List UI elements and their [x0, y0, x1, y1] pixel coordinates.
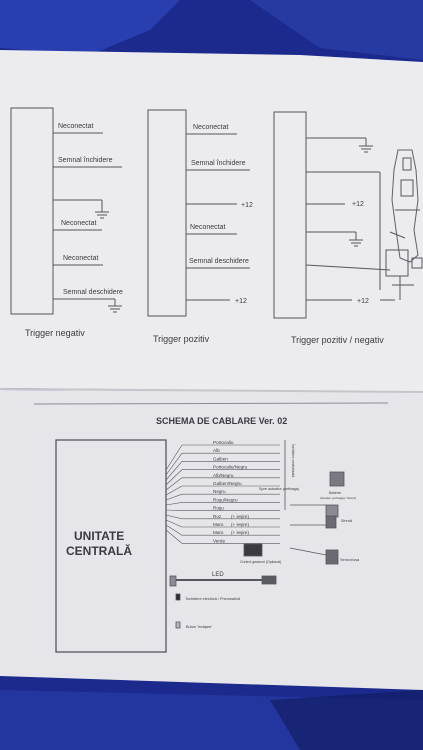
- fabric-patch: [250, 0, 423, 60]
- wire-label: Negru: [213, 489, 226, 494]
- wire-label: Maro: [213, 530, 224, 535]
- wire-tag: (+ ieşire): [231, 522, 249, 527]
- wire-label: Roşu: [213, 506, 224, 511]
- panel-trigger-pozitiv: [147, 109, 250, 317]
- wire-fan: [165, 529, 183, 544]
- wire-tag: (+ ieşire): [231, 514, 249, 519]
- unit-label-2: CENTRALĂ: [66, 543, 132, 558]
- wire-fan: [165, 461, 183, 481]
- led-icon: [261, 575, 277, 585]
- module-box: [273, 111, 307, 319]
- wire-fan: [165, 519, 183, 528]
- central-unit-box: [55, 439, 167, 653]
- button-annotation: Buton 'învăţare': [186, 625, 212, 629]
- wire-fan: [165, 477, 183, 491]
- wire-fan: [165, 444, 183, 471]
- p1-label-1: Neconectat: [58, 123, 93, 130]
- wire-label: Alb: [213, 448, 220, 453]
- wire-label: Roz: [213, 514, 222, 519]
- led-annotation: LED: [212, 572, 224, 578]
- siren-annotation: Sirenă: [341, 519, 353, 523]
- fabric-patch: [0, 0, 180, 55]
- schema-title: SCHEMA DE CABLARE Ver. 02: [156, 416, 287, 426]
- paper-fold: [0, 388, 423, 393]
- wire-fan: [165, 514, 183, 520]
- p2-caption: Trigger pozitiv: [153, 334, 210, 344]
- p3-label-1: +12: [352, 201, 364, 208]
- sensor-icon: [325, 515, 337, 529]
- lock-icon: [175, 593, 181, 601]
- wire-label: Portocaliu: [213, 440, 234, 445]
- sensor-annotation: Senzor/ușa: [340, 558, 360, 562]
- p2-label-1: Neconectat: [193, 124, 228, 131]
- battery-icon: [329, 471, 345, 487]
- actuator-icon: [325, 549, 339, 565]
- paper-sheet-top: [0, 50, 423, 392]
- wire-fan: [165, 502, 183, 506]
- wire-fan: [165, 485, 183, 496]
- panel-trigger-negativ: [10, 107, 122, 315]
- siren-icon: [325, 504, 339, 518]
- wire-label: Portocaliu/Negru: [213, 465, 248, 470]
- p1-label-4: Neconectat: [63, 255, 98, 262]
- p2-label-4: Neconectat: [190, 224, 225, 231]
- p2-label-5: Semnal deschidere: [189, 258, 249, 265]
- module-box: [147, 109, 187, 317]
- fabric-patch: [270, 690, 423, 750]
- battery-annotation: Baterie: [329, 491, 341, 495]
- lock-annotation: Închidere electrică / Pneumatică: [185, 596, 241, 601]
- wire-fan: [165, 524, 183, 536]
- wire-label: Galben/Negru: [213, 481, 242, 486]
- p2-label-6: +12: [235, 298, 247, 305]
- wire-label: Galben: [213, 456, 228, 461]
- module-annotation: Control geamuri (Opțional): [240, 560, 281, 564]
- section-divider: [33, 402, 389, 405]
- p3-caption: Trigger pozitiv / negativ: [291, 335, 384, 345]
- wire-label: Verde: [213, 538, 225, 543]
- window-module-icon: [243, 543, 263, 557]
- wire-fan: [165, 453, 183, 476]
- unit-label-1: UNITATE: [74, 529, 124, 543]
- wire-fan: [165, 469, 183, 486]
- vertical-annotation: Închidere centralizată: [291, 443, 295, 477]
- wire-bundle: PortocaliuAlbGalbenPortocaliu/NegruAlb/N…: [165, 440, 280, 544]
- wire-fan: [165, 509, 183, 511]
- panel-trigger-pozitiv-negativ: [273, 111, 423, 319]
- module-box: [10, 107, 54, 315]
- p3-label-2: +12: [357, 298, 369, 305]
- wire-label: Alb/Negru: [213, 473, 234, 478]
- button-icon: [175, 621, 181, 629]
- p2-label-2: Semnal închidere: [191, 160, 246, 167]
- p1-label-2: Semnal închidere: [58, 157, 113, 164]
- wire-tag: (+ ieşire): [231, 530, 249, 535]
- p1-label-3: Neconectat: [61, 220, 96, 227]
- p2-label-3: +12: [241, 202, 253, 209]
- schema-components: [169, 440, 345, 629]
- paper-sheet-bottom: [0, 390, 423, 690]
- p1-caption: Trigger negativ: [25, 328, 85, 338]
- wire-label: Maro: [213, 522, 224, 527]
- wire-fan: [165, 493, 183, 501]
- battery-sub-annotation: Actuator portbagaj / Sirenă: [320, 496, 356, 500]
- wire-label: Roşu/Negru: [213, 497, 238, 502]
- p1-label-5: Semnal deschidere: [63, 289, 123, 296]
- actuator-annotation: Spre actuator portbagaj: [259, 487, 299, 491]
